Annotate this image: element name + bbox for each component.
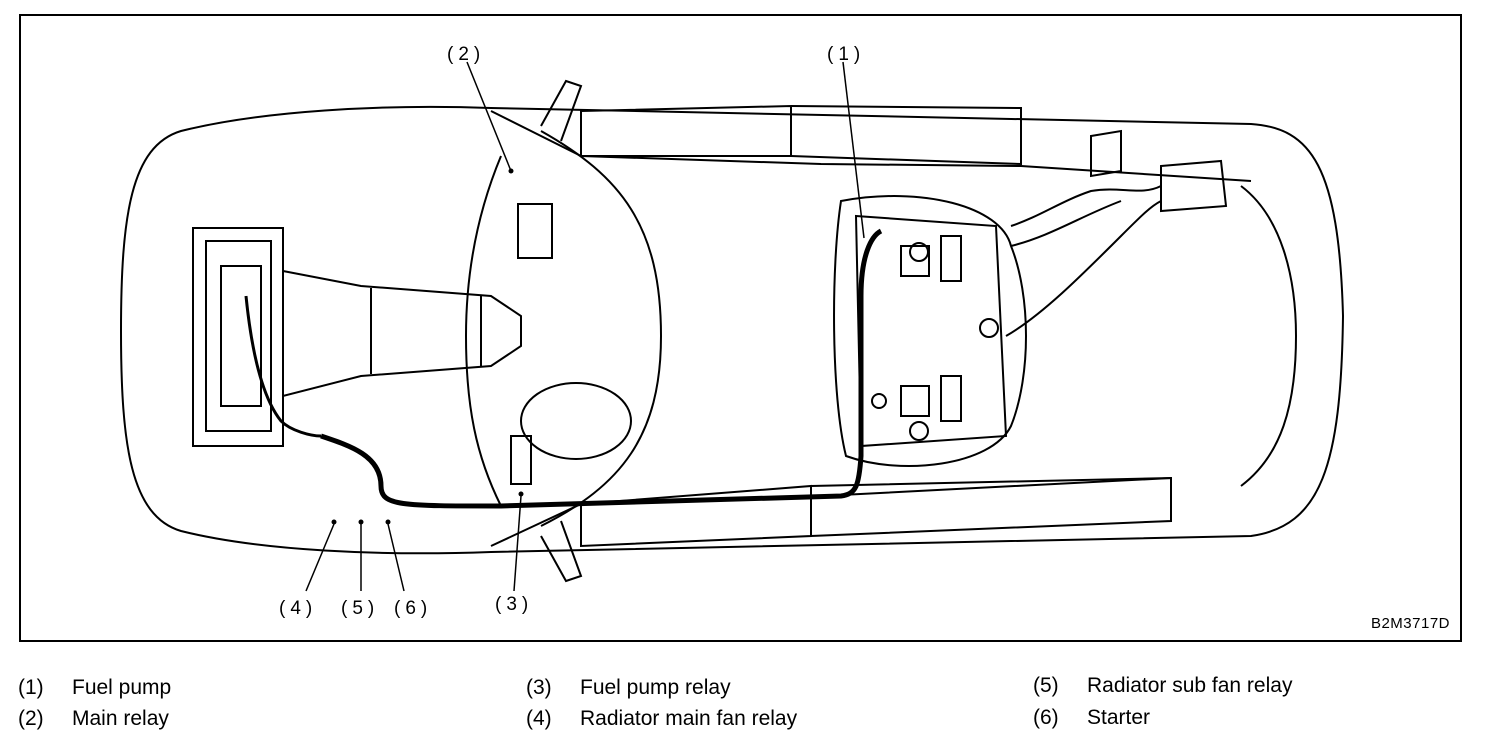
figure-code: B2M3717D — [1370, 615, 1450, 632]
point-2 — [508, 168, 514, 174]
legend-text: Fuel pump relay — [580, 676, 731, 699]
wiring-harness — [320, 228, 883, 509]
legend-number: (2) — [18, 707, 44, 730]
legend-item-2: (2) Main relay — [18, 707, 169, 731]
transmission — [282, 269, 522, 398]
diagram-frame: (1) (2) (3) (4) (5) (6) B2M3717D — [19, 14, 1462, 642]
point-3 — [518, 491, 524, 497]
callout-1: (1) — [827, 44, 866, 65]
engine-block — [192, 227, 284, 447]
legend-text: Radiator main fan relay — [580, 707, 798, 730]
fuel-tank — [833, 195, 1027, 467]
left-mirror — [540, 79, 583, 142]
legend-text: Main relay — [72, 707, 169, 730]
fuel-pump-relay-box — [510, 435, 532, 485]
legend-item-6: (6) Starter — [1033, 706, 1150, 730]
point-5 — [358, 519, 364, 525]
legend-number: (5) — [1033, 674, 1059, 697]
cabin-outline — [464, 155, 502, 507]
leader-line-4 — [305, 523, 335, 592]
legend-text: Fuel pump — [72, 676, 172, 699]
legend-number: (6) — [1033, 706, 1059, 729]
legend-item-3: (3) Fuel pump relay — [526, 676, 731, 700]
legend-item-4: (4) Radiator main fan relay — [526, 707, 797, 731]
legend-item-1: (1) Fuel pump — [18, 676, 171, 700]
legend-item-5: (5) Radiator sub fan relay — [1033, 674, 1292, 698]
callout-4: (4) — [279, 598, 318, 619]
legend-number: (1) — [18, 676, 44, 699]
right-mirror — [540, 520, 583, 583]
leader-line-2 — [466, 61, 512, 172]
steering-wheel — [520, 382, 632, 460]
car-body-outline — [119, 105, 1345, 555]
legend-text: Radiator sub fan relay — [1087, 674, 1293, 697]
legend-text: Starter — [1087, 706, 1151, 729]
main-relay-box — [517, 203, 553, 259]
point-6 — [385, 519, 391, 525]
callout-6: (6) — [394, 598, 433, 619]
leader-line-3 — [513, 495, 522, 592]
legend-number: (3) — [526, 676, 552, 699]
callout-3: (3) — [495, 594, 534, 615]
leader-line-6 — [387, 523, 405, 592]
leader-line-1 — [842, 61, 865, 239]
callout-2: (2) — [447, 44, 486, 65]
point-4 — [331, 519, 337, 525]
legend-number: (4) — [526, 707, 552, 730]
car-wiring-illustration — [119, 61, 1345, 592]
callout-5: (5) — [341, 598, 380, 619]
